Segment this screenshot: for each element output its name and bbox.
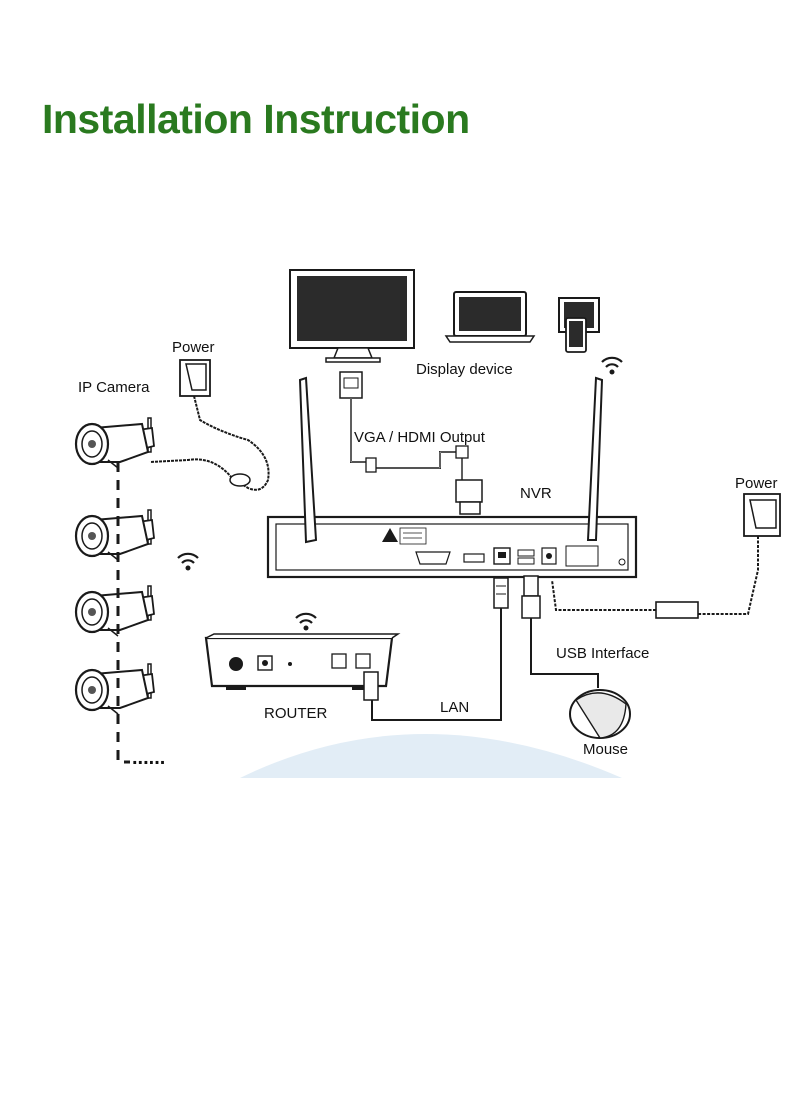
lan-plug-router [363,671,379,701]
camera-power-cable [149,395,270,491]
more-cameras-ellipsis: ...... [132,747,165,769]
nvr-label: NVR [520,485,552,502]
bullet-camera-icon [74,662,156,716]
camera-chain-line [116,462,130,764]
lan-label: LAN [440,699,469,716]
vga-hdmi-output-label: VGA / HDMI Output [354,429,486,446]
usb-interface-label: USB Interface [556,645,649,662]
nvr-antenna-right [586,376,604,541]
router-label: ROUTER [264,705,328,722]
monitor-icon [289,269,415,363]
wifi-icon [294,612,318,632]
wifi-icon [600,356,624,376]
bullet-camera-icon [74,584,156,638]
ground-shadow [240,734,622,778]
usb-plug [521,575,541,619]
vga-cable [339,371,483,515]
ip-camera-label: IP Camera [78,379,150,396]
nvr-power-cable [551,536,759,615]
bullet-camera-icon [74,416,156,470]
power-brick [655,601,699,619]
camera-power-adapter-icon [179,359,211,397]
nvr-power-label: Power [735,475,778,492]
mouse-icon [569,689,631,739]
camera-power-label: Power [172,339,215,356]
nvr-device [266,515,638,579]
display-device-label: Display device [416,361,513,378]
bullet-camera-icon [74,508,156,562]
tablet-icon [558,297,600,353]
laptop-icon [444,291,536,343]
mouse-label: Mouse [583,741,628,758]
lan-cable [371,608,502,721]
lan-plug-nvr [493,577,509,609]
page-title: Installation Instruction [42,96,470,142]
nvr-antenna-left [298,376,318,544]
mouse-cable [530,618,599,688]
power-adapter-icon [743,493,781,537]
router-device [204,633,401,690]
wifi-icon [176,552,200,572]
